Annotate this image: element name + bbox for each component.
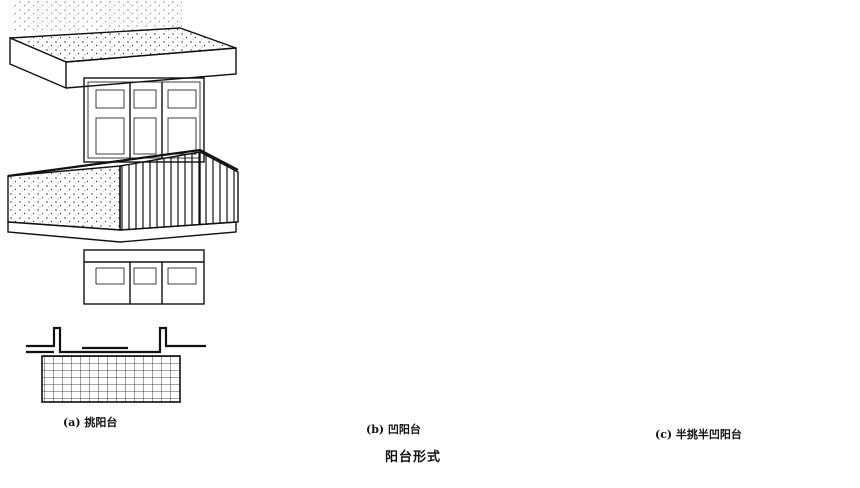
caption-recessed-balcony: (b) 凹阳台 — [366, 423, 421, 436]
balcony-a-plan — [26, 326, 206, 403]
railing-a — [119, 151, 239, 231]
balcony-a-elevation — [7, 0, 239, 305]
caption-cantilever-balcony: (a) 挑阳台 — [63, 416, 118, 429]
balcony-slab-a-front — [7, 165, 121, 231]
window-a-upper — [83, 77, 205, 163]
window-a-lower — [83, 249, 205, 305]
figure-title: 阳台形式 — [385, 450, 442, 465]
caption-semi-recessed-balcony: (c) 半挑半凹阳台 — [655, 428, 742, 441]
